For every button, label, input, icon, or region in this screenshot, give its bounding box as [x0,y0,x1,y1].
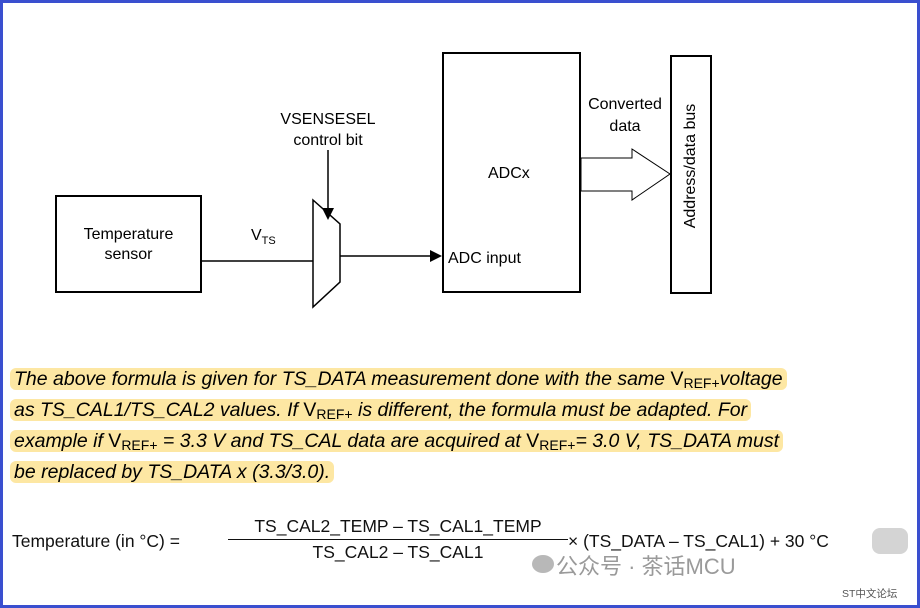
wechat-icon [532,555,554,573]
adc-input-label: ADC input [448,250,521,267]
formula-denominator: TS_CAL2 – TS_CAL1 [312,542,484,562]
converted-data-arrow [580,148,671,201]
formula-fraction: TS_CAL2_TEMP – TS_CAL1_TEMP TS_CAL2 – TS… [228,516,568,563]
converted-label: Converted [588,96,662,113]
vsensesel-label: VSENSESEL [280,111,376,128]
chat-bubble-icon [872,528,908,554]
vts-label: VTS [251,227,276,248]
temperature-sensor-label: Temperature sensor [83,226,174,263]
control-arrowhead [322,208,334,220]
forum-watermark: ST中文论坛 [842,588,898,600]
bus-label: Address/data bus [682,103,699,229]
formula-note: The above formula is given for TS_DATA m… [10,366,910,486]
adc-block: ADCx ADC input [442,52,581,293]
adc-input-arrowhead [430,250,442,262]
temperature-sensor-block: Temperature sensor [55,195,202,293]
address-data-bus: Address/data bus [670,55,712,294]
formula-lhs: Temperature (in °C) = [12,531,180,551]
data-label: data [609,118,641,135]
adc-name: ADCx [488,165,530,182]
multiplexer [312,198,341,309]
formula-numerator: TS_CAL2_TEMP – TS_CAL1_TEMP [228,516,568,540]
control-bit-label: control bit [293,132,363,149]
formula-rest: × (TS_DATA – TS_CAL1) + 30 °C [568,531,829,551]
watermark-text: 公众号 · 茶话MCU [556,554,736,579]
